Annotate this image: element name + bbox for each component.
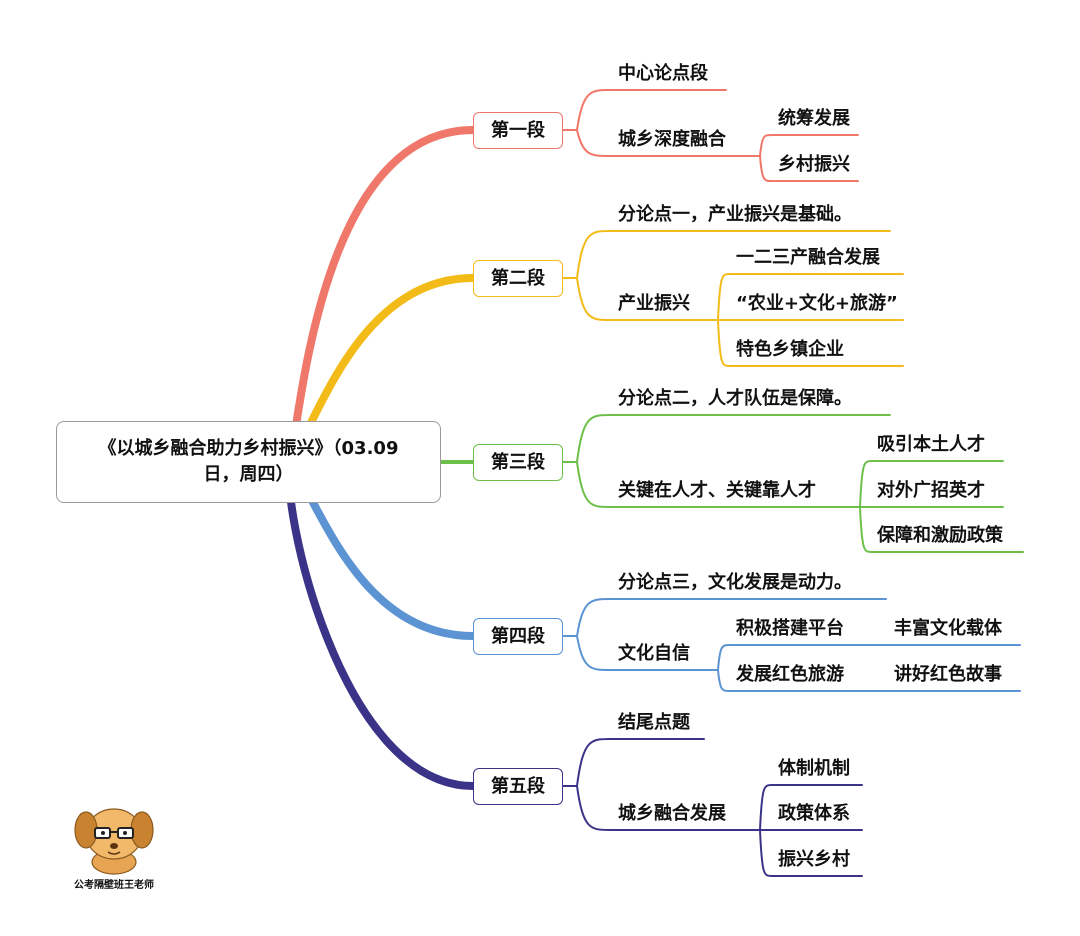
topic-label[interactable]: 结尾点题 bbox=[618, 711, 690, 735]
subtopic-label[interactable]: 政策体系 bbox=[778, 802, 850, 826]
subtopic-label[interactable]: 保障和激励政策 bbox=[877, 524, 1003, 548]
watermark-credit: 公考隔壁班王老师 bbox=[52, 876, 176, 891]
section-node[interactable]: 第五段 bbox=[473, 768, 563, 805]
subtopic-label[interactable]: 特色乡镇企业 bbox=[736, 338, 844, 362]
subtopic-label[interactable]: “农业+文化+旅游” bbox=[736, 292, 898, 316]
section-node[interactable]: 第三段 bbox=[473, 444, 563, 481]
topic-label[interactable]: 产业振兴 bbox=[618, 292, 690, 316]
subtopic-label[interactable]: 积极搭建平台 bbox=[736, 617, 844, 641]
detail-label[interactable]: 讲好红色故事 bbox=[894, 663, 1002, 687]
subtopic-label[interactable]: 一二三产融合发展 bbox=[736, 246, 880, 270]
branch-line bbox=[577, 90, 726, 130]
topic-label[interactable]: 关键在人才、关键靠人才 bbox=[618, 479, 816, 503]
section-node[interactable]: 第一段 bbox=[473, 112, 563, 149]
subtopic-label[interactable]: 吸引本土人才 bbox=[877, 433, 985, 457]
subtopic-label[interactable]: 对外广招英才 bbox=[877, 479, 985, 503]
topic-label[interactable]: 分论点二，人才队伍是保障。 bbox=[618, 387, 852, 411]
topic-label[interactable]: 中心论点段 bbox=[618, 62, 708, 86]
topic-label[interactable]: 城乡融合发展 bbox=[618, 802, 726, 826]
section-node[interactable]: 第四段 bbox=[473, 618, 563, 655]
topic-label[interactable]: 分论点三，文化发展是动力。 bbox=[618, 571, 852, 595]
subtopic-label[interactable]: 乡村振兴 bbox=[778, 153, 850, 177]
branch-line bbox=[577, 415, 890, 462]
topic-label[interactable]: 城乡深度融合 bbox=[618, 128, 726, 152]
subtopic-label[interactable]: 统筹发展 bbox=[778, 107, 850, 131]
central-topic[interactable]: 《以城乡融合助力乡村振兴》（03.09日，周四） bbox=[56, 421, 441, 503]
section-node[interactable]: 第二段 bbox=[473, 260, 563, 297]
subtopic-label[interactable]: 发展红色旅游 bbox=[736, 663, 844, 687]
branch-line bbox=[577, 739, 704, 786]
mascot-dog-icon bbox=[68, 796, 160, 876]
topic-label[interactable]: 分论点一，产业振兴是基础。 bbox=[618, 203, 852, 227]
subtopic-label[interactable]: 体制机制 bbox=[778, 757, 850, 781]
detail-label[interactable]: 丰富文化载体 bbox=[894, 617, 1002, 641]
topic-label[interactable]: 文化自信 bbox=[618, 642, 690, 666]
subtopic-label[interactable]: 振兴乡村 bbox=[778, 848, 850, 872]
